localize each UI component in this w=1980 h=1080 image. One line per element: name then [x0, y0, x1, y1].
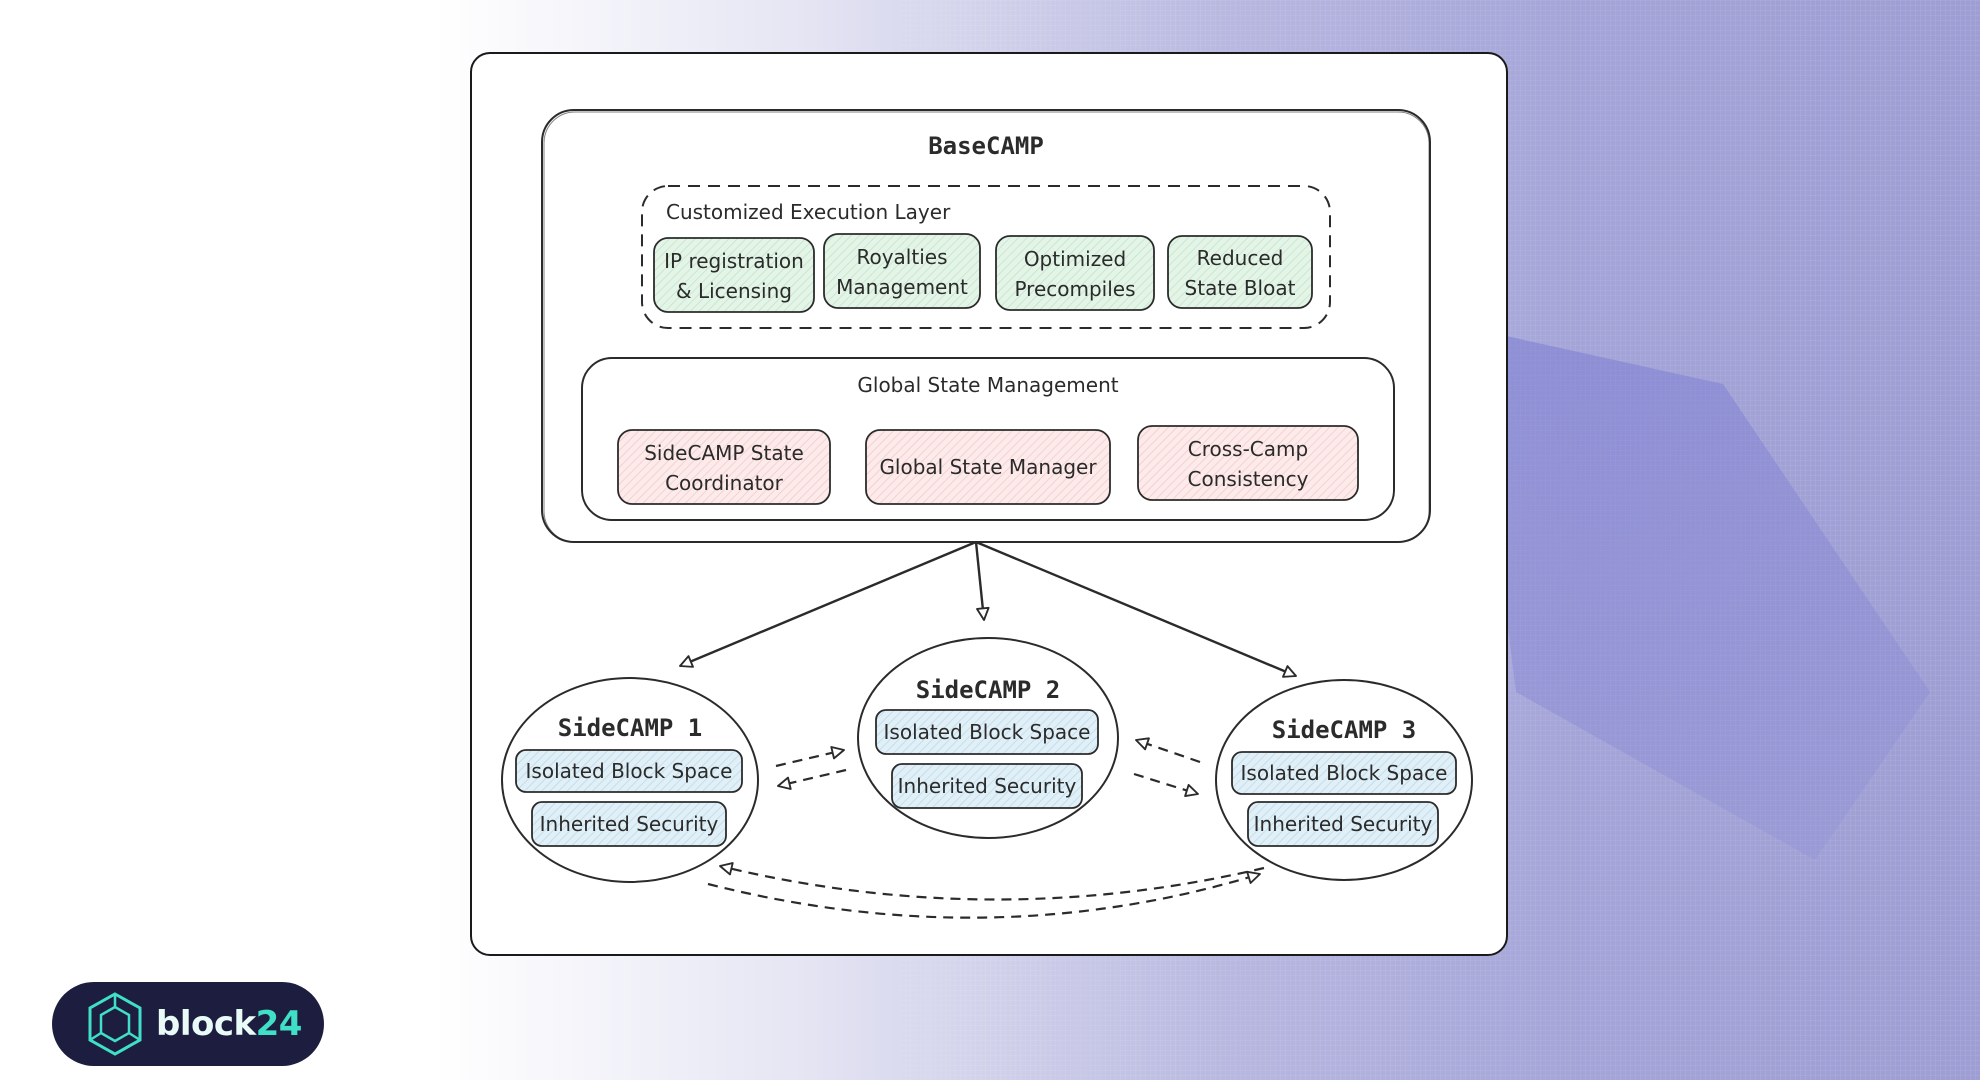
execution-item-royalties: Royalties Management [823, 233, 981, 309]
svg-text:Royalties: Royalties [856, 245, 947, 269]
arrow-3-to-1 [719, 862, 1265, 901]
global-state-title: Global State Management [857, 373, 1118, 397]
logo-wordmark: block24 [156, 1004, 302, 1044]
svg-text:IP registration: IP registration [664, 249, 804, 273]
svg-text:Global State Manager: Global State Manager [879, 455, 1097, 479]
execution-layer-title: Customized Execution Layer [666, 200, 951, 224]
block24-logo: block24 [52, 982, 324, 1066]
svg-text:Cross-Camp: Cross-Camp [1188, 437, 1308, 461]
svg-text:Coordinator: Coordinator [665, 471, 784, 495]
logo-prefix: block [156, 1004, 256, 1044]
sidecamp-1: SideCAMP 1 Isolated Block Space Inherite… [501, 677, 759, 883]
execution-item-precompiles: Optimized Precompiles [995, 235, 1155, 311]
svg-text:Isolated Block Space: Isolated Block Space [526, 759, 733, 783]
svg-text:Optimized: Optimized [1024, 247, 1126, 271]
svg-text:Consistency: Consistency [1188, 467, 1309, 491]
arrow-2-to-3 [1133, 772, 1199, 798]
sidecamp-2: SideCAMP 2 Isolated Block Space Inherite… [857, 637, 1119, 839]
execution-item-ip-registration: IP registration & Licensing [653, 237, 815, 313]
sidecamp-1-security [531, 801, 727, 847]
svg-text:Inherited Security: Inherited Security [540, 812, 719, 836]
sidecamp-3: SideCAMP 3 Isolated Block Space Inherite… [1215, 679, 1473, 881]
sidecamp-2-security [891, 763, 1083, 809]
arrow-to-sidecamp-3 [975, 540, 1297, 678]
basecamp-to-sidecamp-arrows [679, 540, 1297, 678]
arrow-3-to-2 [1135, 737, 1201, 764]
sidecamp-3-title: SideCAMP 3 [1272, 716, 1417, 744]
arrow-1-to-3 [707, 870, 1261, 919]
execution-layer-group: Customized Execution Layer IP registrati… [641, 185, 1331, 329]
diagram-card: BaseCAMP Customized Execution Layer IP r… [470, 52, 1508, 956]
arrow-to-sidecamp-1 [679, 540, 977, 668]
architecture-diagram: BaseCAMP Customized Execution Layer IP r… [501, 109, 1473, 919]
arrow-to-sidecamp-2 [974, 541, 990, 621]
sidecamp-2-block-space [875, 709, 1099, 755]
sidecamp-2-title: SideCAMP 2 [916, 676, 1061, 704]
svg-text:Reduced: Reduced [1197, 246, 1284, 270]
svg-text:Management: Management [836, 275, 968, 299]
sidecamp-3-security [1247, 801, 1439, 847]
svg-text:State Bloat: State Bloat [1185, 276, 1296, 300]
svg-text:Precompiles: Precompiles [1014, 277, 1135, 301]
basecamp-title: BaseCAMP [928, 132, 1044, 160]
svg-text:Inherited Security: Inherited Security [898, 774, 1077, 798]
svg-text:Isolated Block Space: Isolated Block Space [884, 720, 1091, 744]
global-item-state-manager: Global State Manager [865, 429, 1111, 505]
sidecamp-1-block-space [515, 749, 743, 793]
arrow-2-to-1 [777, 768, 847, 790]
cube-icon [88, 992, 142, 1056]
sidecamp-3-block-space [1231, 751, 1457, 795]
svg-text:& Licensing: & Licensing [676, 279, 792, 303]
global-item-sidecamp-coordinator: SideCAMP State Coordinator [617, 429, 831, 505]
global-item-cross-camp: Cross-Camp Consistency [1137, 425, 1359, 501]
arrow-1-to-2 [775, 746, 845, 768]
svg-text:SideCAMP State: SideCAMP State [644, 441, 804, 465]
logo-suffix: 24 [255, 1004, 303, 1044]
execution-item-state-bloat: Reduced State Bloat [1167, 235, 1313, 309]
svg-text:Inherited Security: Inherited Security [1254, 812, 1433, 836]
sidecamp-1-title: SideCAMP 1 [558, 714, 703, 742]
global-state-group: Global State Management SideCAMP State C… [581, 357, 1395, 521]
sidecamp-sync-arrows [707, 737, 1265, 919]
svg-text:Isolated Block Space: Isolated Block Space [1241, 761, 1448, 785]
